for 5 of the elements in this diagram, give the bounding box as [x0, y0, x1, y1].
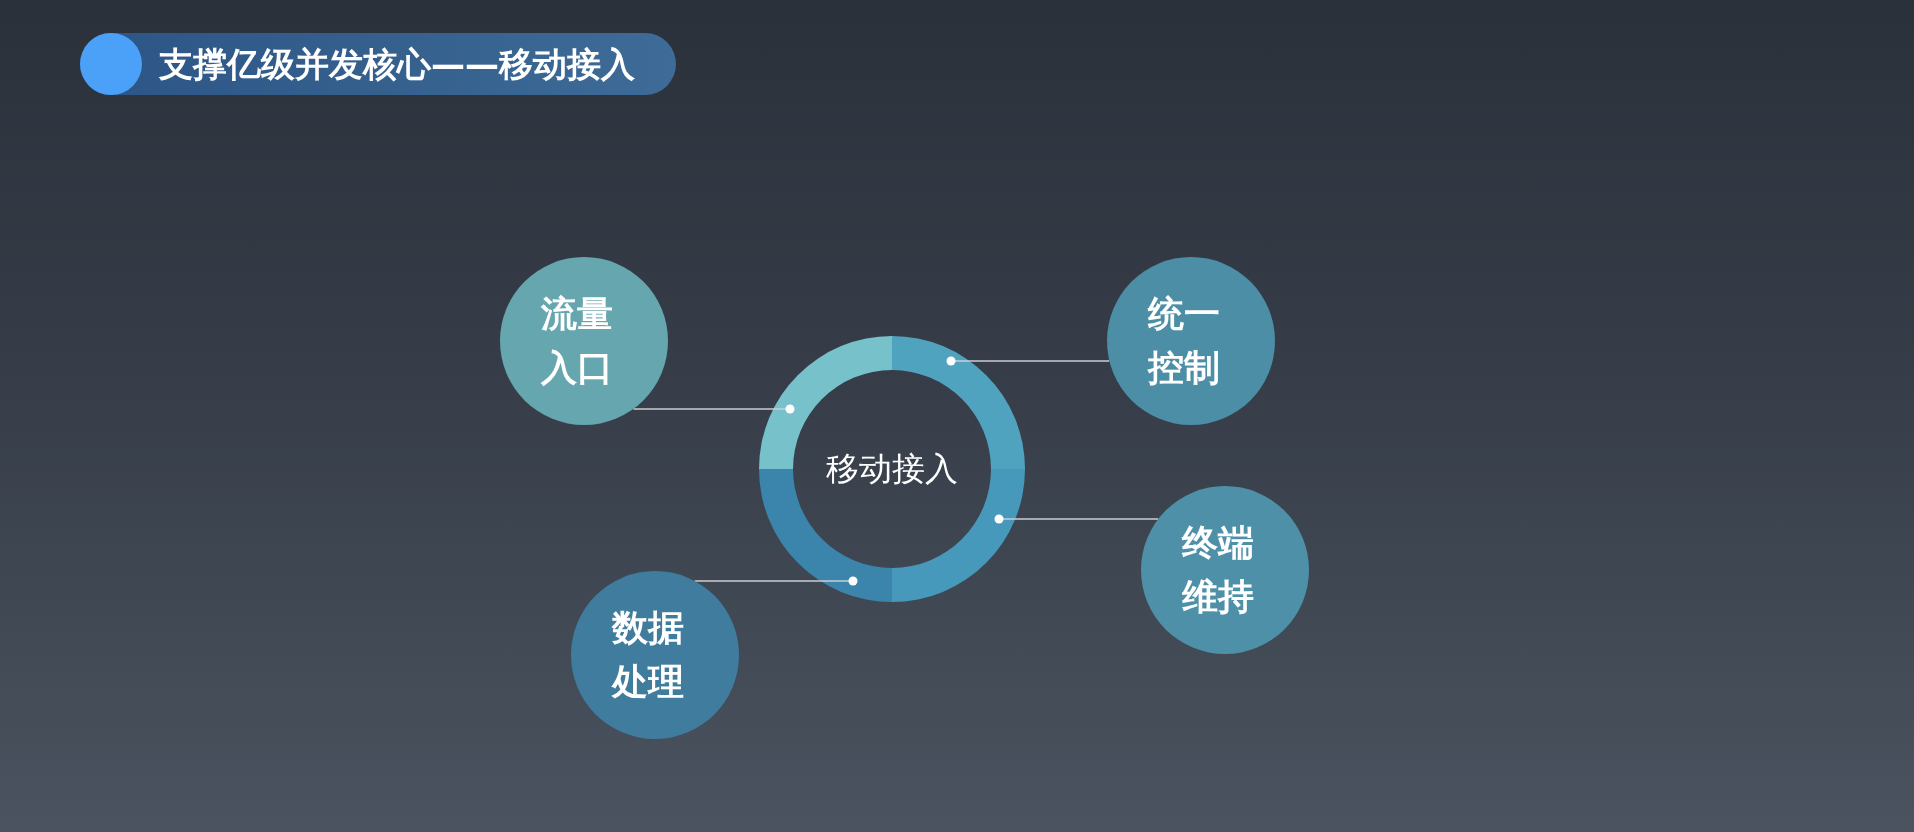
ring-label: 移动接入	[826, 448, 958, 490]
leader-line	[632, 404, 795, 414]
leader-line	[946, 356, 1111, 366]
leader-line	[994, 514, 1159, 524]
leader-line	[694, 576, 858, 586]
